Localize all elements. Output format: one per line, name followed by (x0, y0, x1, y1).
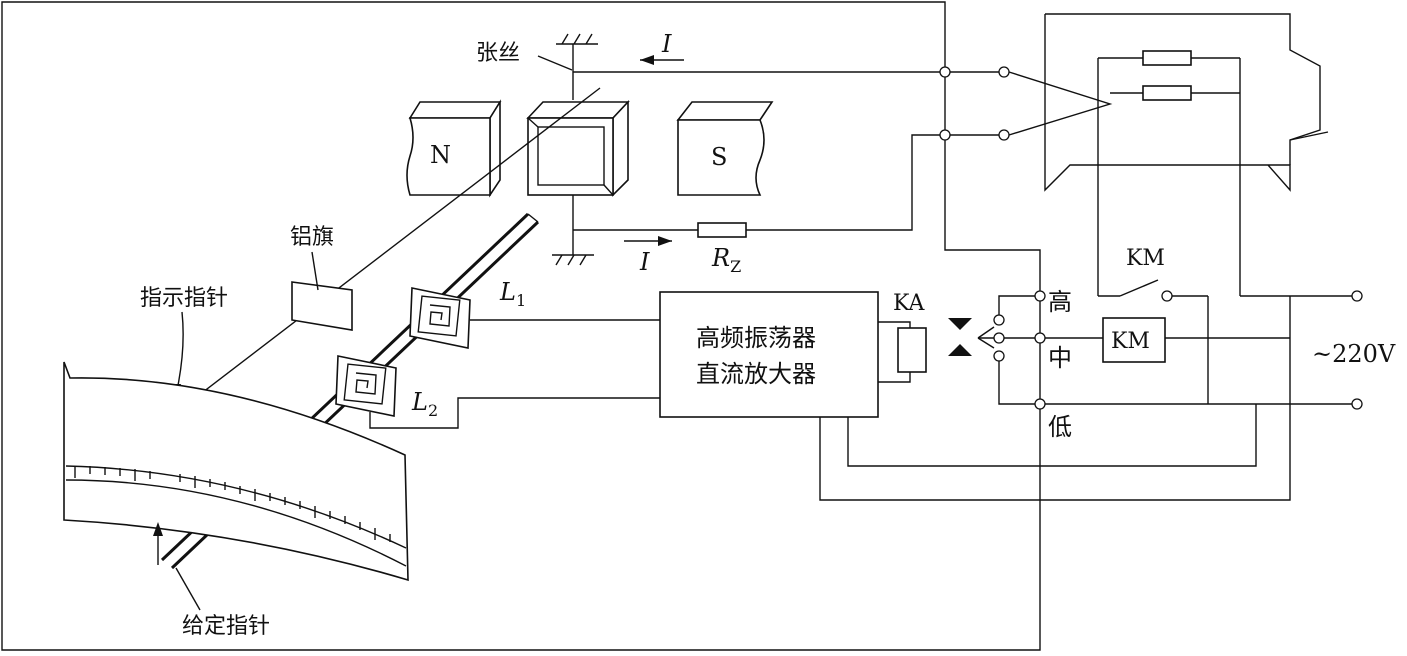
current-label-top: I (661, 30, 672, 58)
amp-power-loop-inner (847, 404, 1257, 467)
terminal-high (1034, 290, 1046, 302)
coil-l1-label: L1 (499, 278, 526, 310)
heater-element-1 (1142, 50, 1192, 66)
level-high-label: 高 (1048, 288, 1072, 316)
oscillator-amplifier-box (659, 291, 879, 418)
terminal-a (939, 66, 951, 78)
setpoint-mark-arrowhead (153, 522, 163, 536)
coil-l2-label: L2 (411, 388, 438, 420)
furnace (1044, 13, 1329, 296)
contactor-coil (1102, 317, 1166, 363)
contactor-coil-label: KM (1111, 329, 1150, 354)
contact-terminal-2 (993, 332, 1005, 344)
contactor-terminal (1161, 290, 1173, 302)
aluminum-flag (291, 281, 353, 331)
amp-power-loop-outer (819, 296, 1291, 501)
supply-terminal-n (1351, 398, 1363, 410)
current-arrow-bottom (624, 236, 672, 246)
current-label-bottom: I (639, 248, 650, 276)
moving-coil (526, 99, 630, 197)
amplifier-label-line2: 直流放大器 (696, 360, 816, 388)
relay-ka-label: KA (893, 291, 926, 316)
setpoint-pointer-leader (175, 567, 201, 611)
level-mid-label: 中 (1048, 344, 1072, 372)
magnet-n-label: N (430, 141, 451, 169)
magnet-s-label: S (711, 143, 727, 171)
current-arrow-top (640, 55, 684, 65)
supply-label: ~220V (1312, 340, 1396, 368)
instrument-frame (1, 1, 1041, 651)
supply-terminal-l (1351, 290, 1363, 302)
magnet-s (676, 101, 774, 196)
wire-resistor-to-terminal (746, 134, 945, 231)
terminal-d (998, 129, 1010, 141)
heater-element-2 (1142, 85, 1192, 101)
relay-contact-top (948, 318, 972, 330)
terminal-c (998, 66, 1010, 78)
contact-terminal-1 (993, 314, 1005, 326)
magnet-n (406, 99, 502, 198)
coil-l1 (409, 287, 471, 349)
indicator-pointer-leader (175, 311, 184, 396)
terminal-low (1034, 398, 1046, 410)
amplifier-label-line1: 高频振荡器 (696, 324, 816, 352)
aluminum-flag-leader (311, 251, 319, 291)
level-low-label: 低 (1048, 413, 1072, 441)
contact-terminal-3 (993, 350, 1005, 362)
wire-l2-to-amp (369, 397, 660, 429)
aluminum-flag-label: 铝旗 (290, 225, 334, 250)
indicator-pointer-shaft (159, 87, 601, 426)
terminal-b (939, 129, 951, 141)
suspension-wire-label: 张丝 (476, 41, 520, 66)
thermocouple-leads (1008, 71, 1113, 136)
wire-anchor-bottom (552, 195, 594, 266)
scale-plate (63, 361, 409, 582)
wire-anchor-top (556, 33, 598, 100)
terminal-mid (1034, 332, 1046, 344)
coil-l2 (335, 355, 397, 417)
indicator-pointer-label: 指示指针 (140, 286, 228, 311)
resistor-label: RZ (711, 244, 741, 276)
resistor-rz (697, 222, 747, 238)
suspension-wire-leader (537, 55, 573, 71)
setpoint-pointer-label: 给定指针 (182, 614, 270, 639)
level-switches (977, 295, 1040, 405)
contactor-contact (1098, 279, 1209, 404)
relay-contact-bottom (948, 344, 972, 356)
scale-ticks (74, 466, 391, 542)
relay-ka (878, 321, 927, 383)
contactor-contact-label: KM (1126, 246, 1165, 271)
